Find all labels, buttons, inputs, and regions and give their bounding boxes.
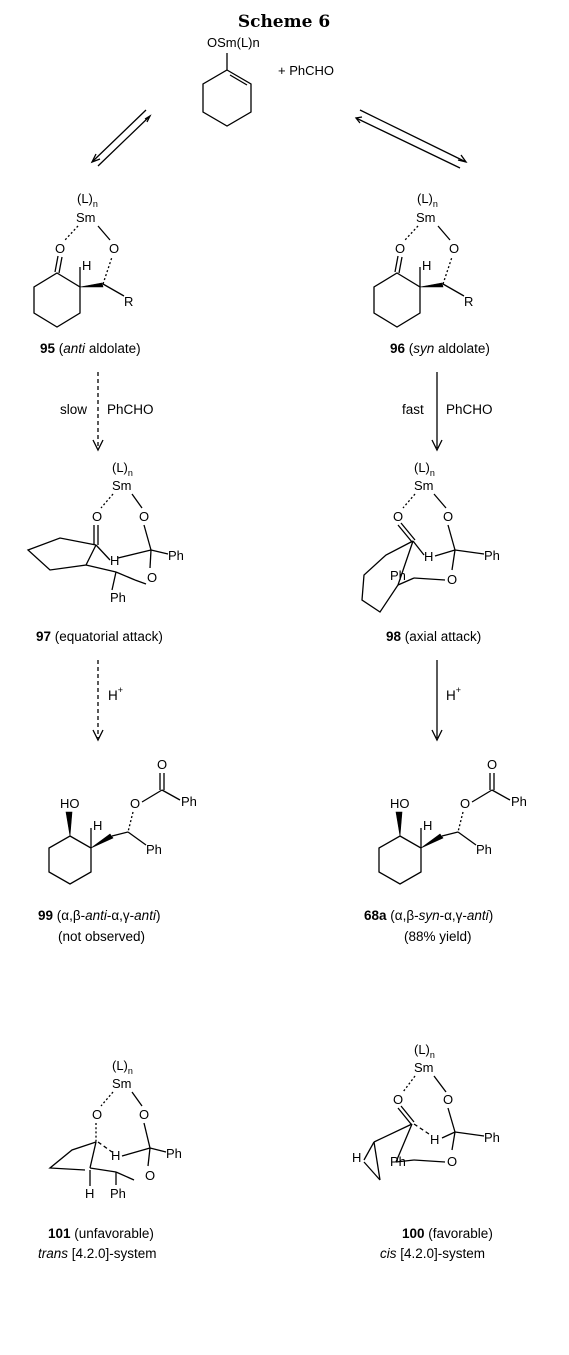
svg-text:(L)n: (L)n: [112, 460, 133, 478]
arrow-fast: [431, 372, 443, 452]
structure-98: (L)n Sm O O H Ph O Ph: [361, 460, 500, 613]
svg-text:H: H: [111, 1148, 120, 1163]
svg-text:O: O: [447, 1154, 457, 1169]
svg-text:Ph: Ph: [511, 794, 527, 809]
note-68a: (88% yield): [404, 929, 472, 944]
label-100: 100 (favorable): [402, 1226, 493, 1241]
label-68a: 68a (α,β-syn-α,γ-anti): [364, 908, 493, 923]
svg-text:O: O: [393, 1092, 403, 1107]
structure-95: (L)n Sm O O H R: [33, 191, 133, 328]
arrow-fast-reagent: PhCHO: [446, 402, 493, 417]
svg-text:H: H: [352, 1150, 361, 1165]
arrow-protonation-left: [92, 660, 104, 742]
svg-text:O: O: [157, 757, 167, 772]
system-101: trans [4.2.0]-system: [38, 1246, 157, 1261]
svg-text:O: O: [449, 241, 459, 256]
svg-text:(L)n: (L)n: [112, 1058, 133, 1076]
svg-text:Ph: Ph: [181, 794, 197, 809]
scheme-title: Scheme 6: [238, 12, 330, 32]
svg-text:R: R: [124, 294, 133, 309]
structure-68a: O Ph O HO H Ph: [378, 757, 527, 885]
svg-text:O: O: [487, 757, 497, 772]
samarium-enolate: OSm(L)n: [202, 35, 260, 127]
svg-text:(L)n: (L)n: [77, 191, 98, 209]
svg-text:O: O: [447, 572, 457, 587]
svg-text:Ph: Ph: [168, 548, 184, 563]
svg-text:Sm: Sm: [112, 478, 132, 493]
system-100: cis [4.2.0]-system: [380, 1246, 485, 1261]
svg-text:O: O: [443, 1092, 453, 1107]
svg-text:H: H: [423, 818, 432, 833]
arrow-slow: [92, 372, 104, 452]
equilibrium-arrow-left: [90, 109, 152, 167]
svg-text:Ph: Ph: [110, 590, 126, 605]
svg-text:Sm: Sm: [414, 1060, 434, 1075]
svg-text:HO: HO: [390, 796, 410, 811]
svg-text:O: O: [130, 796, 140, 811]
svg-text:Ph: Ph: [476, 842, 492, 857]
svg-text:O: O: [460, 796, 470, 811]
structure-96: (L)n Sm O O H R: [373, 191, 473, 328]
arrow-slow-reagent: PhCHO: [107, 402, 154, 417]
structure-99: O Ph O HO H Ph: [48, 757, 197, 885]
svg-text:H: H: [430, 1132, 439, 1147]
svg-text:O: O: [55, 241, 65, 256]
plus-phcho: + PhCHO: [278, 63, 334, 78]
note-99: (not observed): [58, 929, 145, 944]
svg-text:Ph: Ph: [110, 1186, 126, 1201]
label-96: 96 (syn aldolate): [390, 341, 490, 356]
svg-text:O: O: [443, 509, 453, 524]
svg-text:O: O: [393, 509, 403, 524]
svg-text:O: O: [92, 509, 102, 524]
svg-text:Sm: Sm: [414, 478, 434, 493]
svg-text:(L)n: (L)n: [414, 460, 435, 478]
svg-text:O: O: [92, 1107, 102, 1122]
hplus-left: H+: [108, 685, 123, 703]
structure-97: (L)n Sm O O H Ph O Ph: [26, 460, 184, 605]
label-95: 95 (anti aldolate): [40, 341, 141, 356]
svg-text:Ph: Ph: [484, 548, 500, 563]
label-97: 97 (equatorial attack): [36, 629, 163, 644]
enolate-label: OSm(L)n: [207, 35, 260, 50]
svg-text:O: O: [147, 570, 157, 585]
svg-text:(L)n: (L)n: [417, 191, 438, 209]
svg-text:Ph: Ph: [146, 842, 162, 857]
arrow-slow-rate: slow: [60, 402, 87, 417]
svg-text:H: H: [110, 553, 119, 568]
svg-text:Sm: Sm: [112, 1076, 132, 1091]
hplus-right: H+: [446, 685, 461, 703]
svg-text:H: H: [82, 258, 91, 273]
svg-text:R: R: [464, 294, 473, 309]
svg-text:H: H: [93, 818, 102, 833]
structure-101: (L)n Sm O O H Ph O H Ph: [48, 1058, 182, 1201]
svg-text:Sm: Sm: [416, 210, 436, 225]
svg-text:O: O: [139, 1107, 149, 1122]
arrow-protonation-right: [431, 660, 443, 742]
structure-100: (L)n Sm O O H H Ph O Ph: [352, 1042, 500, 1181]
svg-text:Ph: Ph: [390, 568, 406, 583]
arrow-fast-rate: fast: [402, 402, 424, 417]
svg-text:H: H: [424, 549, 433, 564]
label-99: 99 (α,β-anti-α,γ-anti): [38, 908, 160, 923]
svg-text:Sm: Sm: [76, 210, 96, 225]
label-98: 98 (axial attack): [386, 629, 481, 644]
label-101: 101 (unfavorable): [48, 1226, 154, 1241]
svg-text:(L)n: (L)n: [414, 1042, 435, 1060]
svg-text:H: H: [422, 258, 431, 273]
svg-text:O: O: [139, 509, 149, 524]
svg-text:Ph: Ph: [484, 1130, 500, 1145]
svg-text:Ph: Ph: [166, 1146, 182, 1161]
svg-text:H: H: [85, 1186, 94, 1201]
svg-text:O: O: [395, 241, 405, 256]
svg-text:O: O: [109, 241, 119, 256]
svg-text:HO: HO: [60, 796, 80, 811]
svg-text:Ph: Ph: [390, 1154, 406, 1169]
svg-text:O: O: [145, 1168, 155, 1183]
equilibrium-arrow-right: [354, 109, 468, 169]
